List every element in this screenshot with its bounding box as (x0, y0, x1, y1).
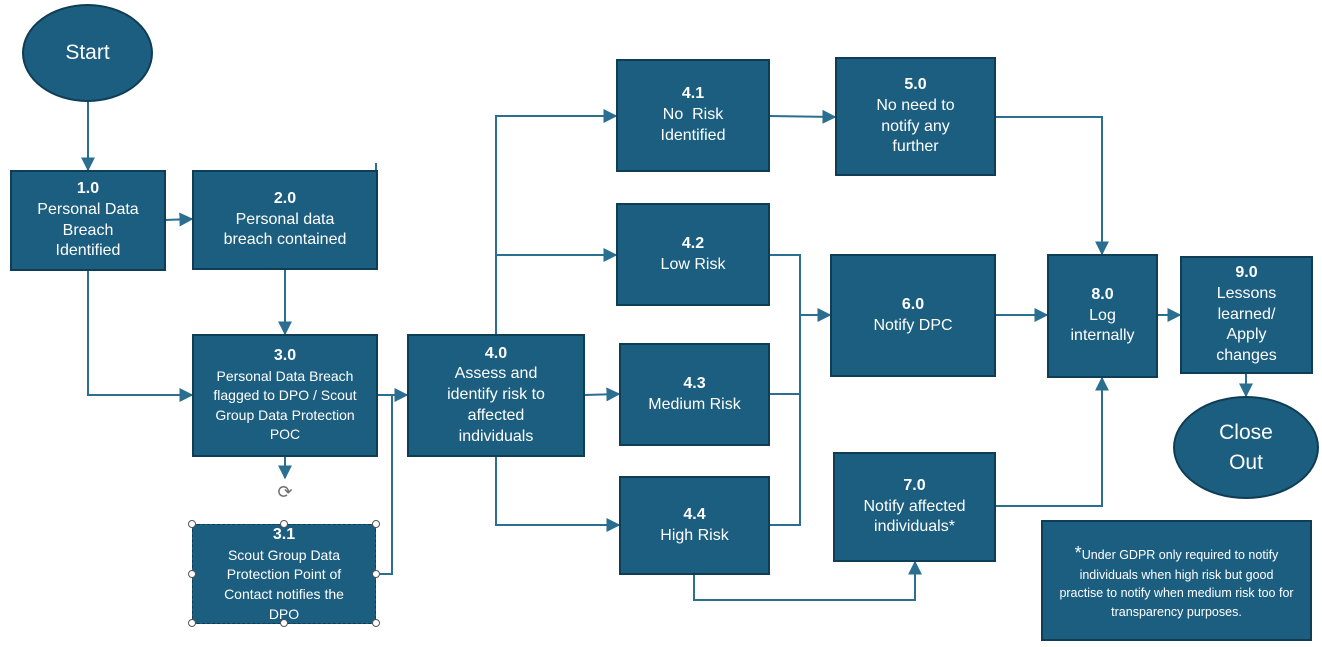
node-label: Personal Data Breach flagged to DPO / Sc… (213, 367, 357, 443)
resize-handle-left[interactable] (188, 570, 196, 578)
node-label: Assess and identify risk to affected ind… (447, 365, 545, 445)
node-label: Personal Data Breach Identified (37, 200, 139, 260)
footnote-asterisk: * (1074, 543, 1082, 564)
resize-handle-top[interactable] (280, 520, 288, 528)
connector-4-1-to-5-0 (768, 109, 837, 124)
resize-handle-top-right[interactable] (372, 520, 380, 528)
resize-handle-bottom-right[interactable] (372, 619, 380, 627)
node-number: 4.2 (681, 234, 705, 252)
node-label: Lessons learned/ Apply changes (1216, 284, 1277, 365)
node-number: 3.1 (272, 526, 296, 543)
rotate-icon[interactable]: ⟳ (277, 482, 293, 502)
connector-3-1-to-4-0 (376, 394, 407, 575)
node-4-0-assess-risk[interactable]: 4.0 Assess and identify risk to affected… (407, 334, 585, 457)
node-number: 1.0 (76, 179, 100, 197)
gdpr-footnote: *Under GDPR only required to notify indi… (1041, 520, 1312, 641)
node-4-4-high-risk[interactable]: 4.4 High Risk (619, 476, 770, 575)
node-8-0-log-internally[interactable]: 8.0 Log internally (1047, 254, 1158, 378)
node-label: Log internally (1070, 306, 1135, 345)
resize-handle-right[interactable] (372, 570, 380, 578)
node-number: 4.4 (683, 505, 706, 523)
resize-handle-bottom[interactable] (280, 619, 288, 627)
close-out-label: Close Out (1219, 421, 1273, 474)
start-node[interactable]: Start (22, 4, 153, 102)
node-label: Low Risk (660, 255, 726, 273)
connector-4-0-to-4-1 (495, 109, 618, 335)
node-number: 2.0 (273, 189, 297, 207)
close-out-node[interactable]: Close Out (1173, 396, 1319, 499)
node-3-0-flagged-to-dpo[interactable]: 3.0 Personal Data Breach flagged to DPO … (192, 334, 378, 457)
node-number: 7.0 (903, 476, 926, 494)
footnote-text: Under GDPR only required to notify indiv… (1059, 548, 1294, 619)
node-number: 6.0 (901, 295, 925, 313)
start-label: Start (65, 41, 110, 65)
connector-1-0-to-3-0 (87, 270, 194, 402)
node-number: 3.0 (273, 346, 297, 364)
resize-handle-top-left[interactable] (188, 520, 196, 528)
node-label: No need to notify any further (876, 96, 955, 156)
connector-5-0-to-8-0 (996, 116, 1109, 256)
node-5-0-no-need-to-notify[interactable]: 5.0 No need to notify any further (835, 57, 996, 176)
node-label: Notify affected individuals* (863, 497, 966, 536)
node-label: Medium Risk (648, 395, 741, 413)
node-label: Notify DPC (873, 316, 953, 334)
node-label: No Risk Identified (660, 106, 726, 144)
node-9-0-lessons-learned[interactable]: 9.0 Lessons learned/ Apply changes (1180, 256, 1313, 374)
node-label: Personal data breach contained (223, 210, 347, 249)
node-6-0-notify-dpc[interactable]: 6.0 Notify DPC (830, 254, 996, 377)
node-number: 4.0 (484, 344, 508, 362)
connector-4-2-to-6-0 (769, 254, 801, 526)
node-4-3-medium-risk[interactable]: 4.3 Medium Risk (619, 343, 770, 446)
connector-4-0-to-4-4 (495, 456, 621, 532)
connector-4-4-to-7-0 (693, 560, 922, 601)
node-number: 8.0 (1091, 285, 1114, 303)
node-3-1-poc-notifies-dpo[interactable]: 3.1 Scout Group Data Protection Point of… (192, 524, 376, 624)
node-2-0-breach-contained[interactable]: 2.0 Personal data breach contained (192, 170, 378, 270)
node-number: 9.0 (1235, 264, 1258, 281)
node-number: 5.0 (904, 75, 927, 93)
node-1-0-breach-identified[interactable]: 1.0 Personal Data Breach Identified (10, 170, 166, 271)
connector-1-0-to-2-0 (164, 212, 194, 227)
node-4-2-low-risk[interactable]: 4.2 Low Risk (616, 203, 770, 306)
node-7-0-notify-individuals[interactable]: 7.0 Notify affected individuals* (833, 452, 996, 562)
resize-handle-bottom-left[interactable] (188, 619, 196, 627)
node-label: Scout Group Data Protection Point of Con… (224, 546, 344, 622)
node-label: High Risk (660, 526, 729, 544)
node-number: 4.1 (681, 85, 705, 103)
node-number: 4.3 (683, 374, 706, 392)
connector-7-0-to-8-0 (996, 376, 1109, 507)
node-4-1-no-risk[interactable]: 4.1 No Risk Identified (616, 59, 770, 172)
connector-4-0-to-4-3 (584, 387, 621, 402)
